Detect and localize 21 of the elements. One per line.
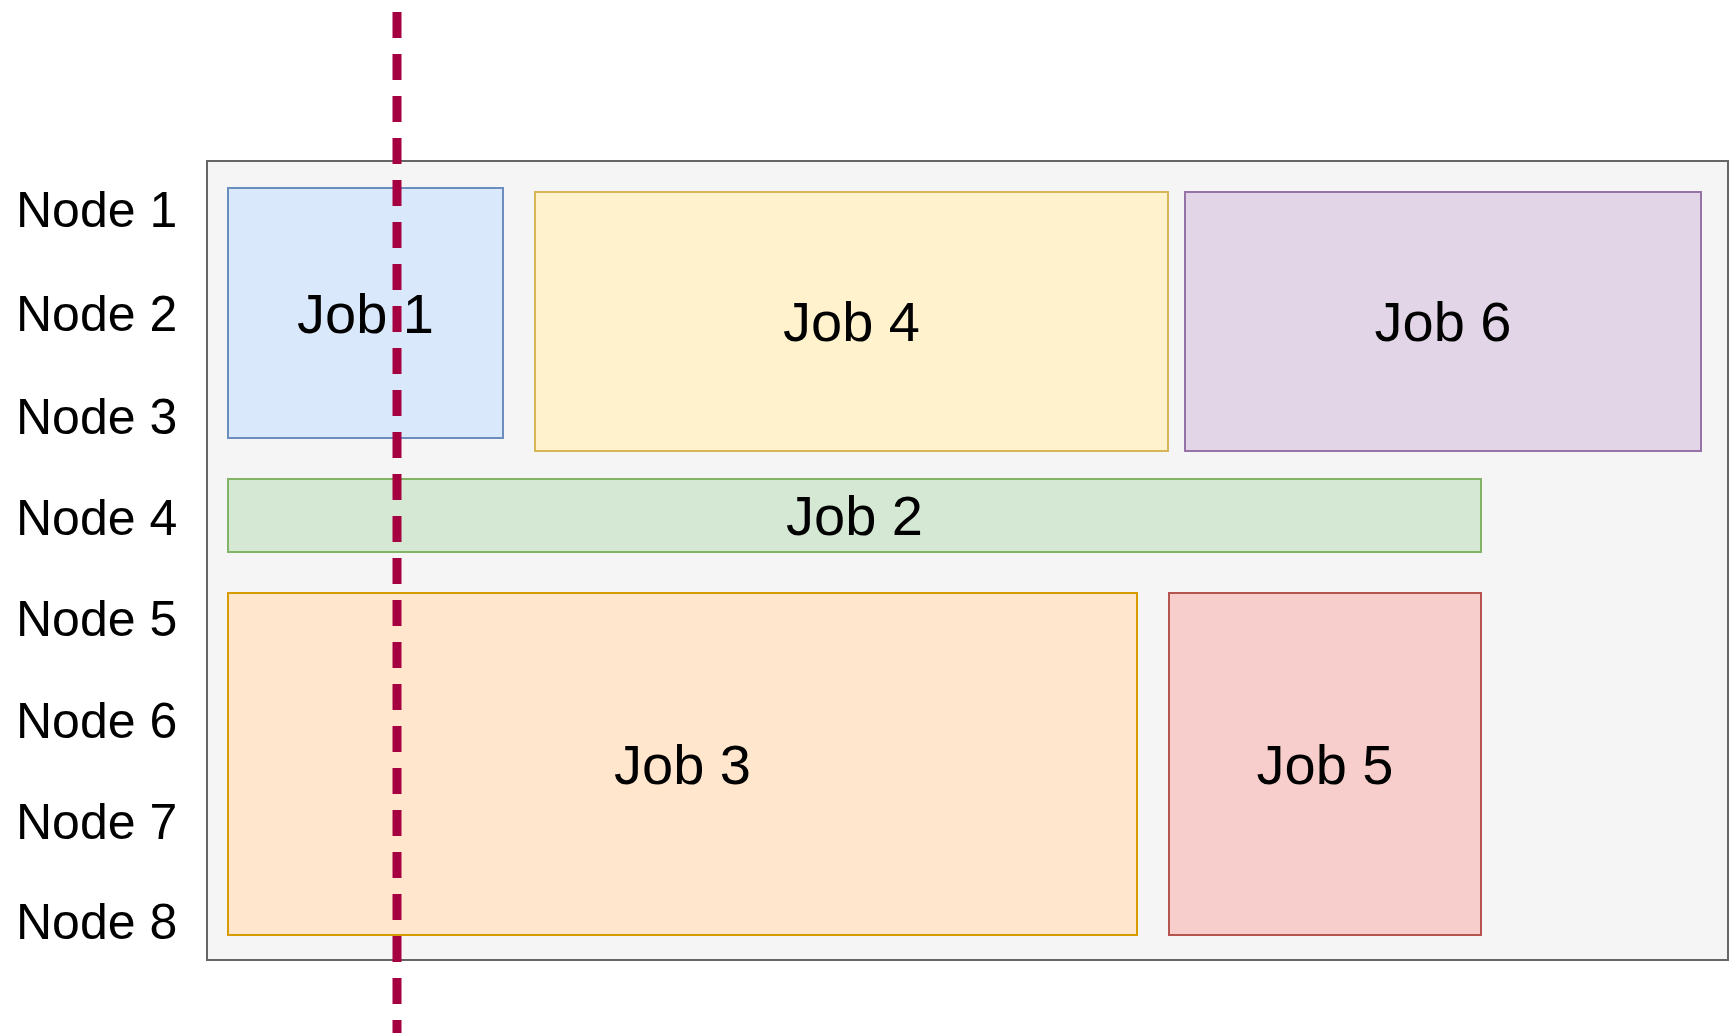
row-label: Node 2: [16, 289, 178, 339]
row-label: Node 8: [16, 897, 178, 947]
job-box: [1184, 191, 1702, 452]
row-label: Node 3: [16, 392, 178, 442]
panel-background: [206, 160, 1729, 961]
job-label: Job 6: [1374, 289, 1512, 354]
job-box: [1168, 592, 1482, 936]
job-label: Job 5: [1256, 731, 1394, 797]
row-label: Node 6: [16, 696, 178, 746]
job-label: Job 3: [614, 731, 751, 797]
row-label: Node 1: [16, 185, 178, 235]
row-label: Node 4: [16, 493, 178, 543]
job-label: Job 2: [786, 483, 923, 548]
row-label: Node 7: [16, 797, 178, 847]
job-box: [227, 592, 1138, 936]
job-label: Job 1: [297, 280, 434, 346]
job-box: [227, 478, 1482, 553]
job-label: Job 4: [783, 289, 920, 354]
row-label: Node 5: [16, 594, 178, 644]
job-box: [534, 191, 1169, 452]
job-box: [227, 187, 504, 439]
